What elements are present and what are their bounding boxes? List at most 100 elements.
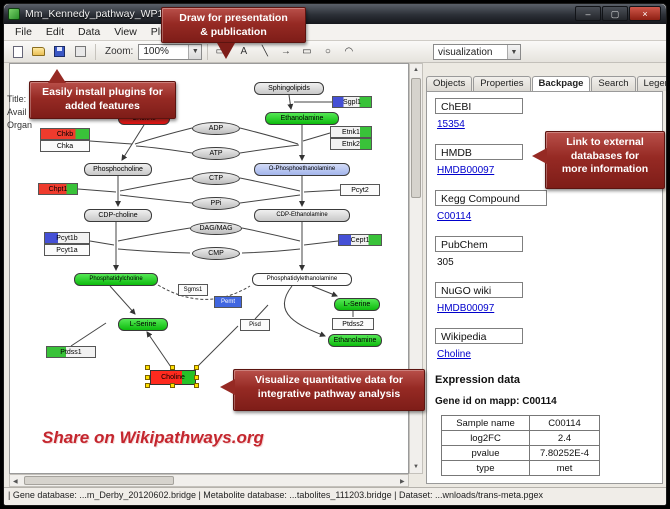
callout-line: more information bbox=[561, 163, 649, 176]
node-ctp[interactable]: CTP bbox=[192, 172, 240, 185]
close-button[interactable]: × bbox=[629, 6, 661, 21]
nugo-link[interactable]: HMDB00097 bbox=[437, 303, 495, 314]
tab-search[interactable]: Search bbox=[591, 76, 636, 91]
oval-tool-button[interactable]: ○ bbox=[324, 46, 331, 57]
callout-tail-up bbox=[48, 69, 66, 83]
horizontal-scrollbar[interactable]: ◀ ▶ bbox=[9, 474, 409, 487]
horizontal-scroll-thumb[interactable] bbox=[24, 476, 174, 485]
node-sgms1[interactable]: Sgms1 bbox=[178, 284, 208, 296]
arrow-tool-button[interactable]: → bbox=[280, 46, 291, 57]
zoom-dropdown-icon[interactable]: ▼ bbox=[188, 44, 202, 59]
node-ethanolamine-top[interactable]: Ethanolamine bbox=[265, 112, 339, 125]
node-ptdss1[interactable]: Ptdss1 bbox=[46, 346, 96, 358]
table-cell: 7.80252E-4 bbox=[529, 445, 600, 461]
visualization-combobox[interactable]: visualization ▼ bbox=[433, 44, 521, 60]
visualization-value: visualization bbox=[438, 46, 493, 58]
label-tool-button[interactable]: A bbox=[240, 46, 248, 57]
node-cdp-ethanolamine[interactable]: CDP-Ethanolamine bbox=[254, 209, 350, 222]
scroll-left-icon[interactable]: ◀ bbox=[13, 479, 18, 485]
tab-objects[interactable]: Objects bbox=[426, 76, 473, 91]
selection-handle[interactable] bbox=[145, 365, 150, 370]
node-dag-mag[interactable]: DAG/MAG bbox=[190, 222, 242, 235]
arc-tool-button[interactable]: ◠ bbox=[344, 46, 354, 57]
minimize-button[interactable]: – bbox=[575, 6, 601, 21]
hmdb-link[interactable]: HMDB00097 bbox=[437, 165, 495, 176]
node-phosphocholine[interactable]: Phosphocholine bbox=[84, 163, 152, 176]
menu-edit[interactable]: Edit bbox=[45, 26, 65, 38]
maximize-button[interactable]: ▢ bbox=[602, 6, 628, 21]
node-chpt1[interactable]: Chpt1 bbox=[38, 183, 78, 195]
menu-file[interactable]: File bbox=[15, 26, 32, 38]
open-file-button[interactable] bbox=[29, 43, 48, 61]
pathway-organism-label: Organ bbox=[7, 120, 33, 130]
node-sphingolipids[interactable]: Sphingolipids bbox=[254, 82, 324, 95]
node-pcyt2[interactable]: Pcyt2 bbox=[340, 184, 380, 196]
callout-draw: Draw for presentation & publication bbox=[161, 7, 306, 59]
selection-handle[interactable] bbox=[145, 375, 150, 380]
node-cdp-choline[interactable]: CDP-choline bbox=[84, 209, 152, 222]
vertical-scroll-thumb[interactable] bbox=[411, 78, 421, 198]
selection-handle[interactable] bbox=[194, 383, 199, 388]
node-etnk2[interactable]: Etnk2 bbox=[330, 138, 372, 150]
scroll-down-icon[interactable]: ▼ bbox=[413, 464, 419, 470]
node-ppi[interactable]: PPi bbox=[192, 197, 240, 210]
scroll-up-icon[interactable]: ▲ bbox=[413, 67, 419, 73]
line-tool-button[interactable]: ╲ bbox=[261, 46, 268, 57]
table-row: Sample name C00114 bbox=[441, 415, 600, 431]
callout-link: Link to external databases for more info… bbox=[532, 131, 665, 189]
node-sgpl1[interactable]: Sgpl1 bbox=[332, 96, 372, 108]
node-phosphatidylethanolamine[interactable]: Phosphatidylethanolamine bbox=[252, 273, 352, 286]
callout-line: Link to external bbox=[566, 136, 644, 148]
node-pisd[interactable]: Pisd bbox=[240, 319, 270, 331]
save-button[interactable] bbox=[50, 43, 69, 61]
node-o-phosphoethanolamine[interactable]: O-Phosphoethanolamine bbox=[254, 163, 350, 176]
pathway-edges bbox=[70, 94, 354, 371]
app-icon bbox=[8, 8, 20, 20]
tab-backpage[interactable]: Backpage bbox=[531, 76, 591, 91]
node-pcyt1a[interactable]: Pcyt1a bbox=[44, 244, 90, 256]
scroll-right-icon[interactable]: ▶ bbox=[400, 479, 405, 485]
tab-properties[interactable]: Properties bbox=[473, 76, 531, 91]
menu-data[interactable]: Data bbox=[78, 26, 101, 38]
table-cell: pvalue bbox=[441, 445, 530, 461]
new-file-button[interactable] bbox=[8, 43, 27, 61]
chebi-link[interactable]: 15354 bbox=[437, 119, 465, 130]
rectangle-tool-button[interactable]: ▭ bbox=[302, 46, 312, 57]
node-ptdss2[interactable]: Ptdss2 bbox=[332, 318, 374, 330]
visualization-dropdown-icon[interactable]: ▼ bbox=[507, 45, 520, 59]
selection-handle[interactable] bbox=[194, 365, 199, 370]
kegg-link[interactable]: C00114 bbox=[437, 211, 472, 222]
node-pcyt1b[interactable]: Pcyt1b bbox=[44, 232, 90, 244]
node-etnk1[interactable]: Etnk1 bbox=[330, 126, 372, 138]
menu-view[interactable]: View bbox=[114, 26, 137, 38]
pathway-canvas[interactable]: Sphingolipids Sgpl1 Ethanolamine Choline… bbox=[9, 63, 409, 474]
vertical-scrollbar[interactable]: ▲ ▼ bbox=[409, 63, 423, 474]
sidebar-tabs: Objects Properties Backpage Search Legen… bbox=[426, 76, 666, 91]
callout-line: databases for bbox=[570, 149, 640, 162]
node-l-serine-left[interactable]: L-Serine bbox=[118, 318, 168, 331]
export-button[interactable] bbox=[71, 43, 90, 61]
table-cell: met bbox=[529, 460, 600, 476]
node-adp[interactable]: ADP bbox=[192, 122, 240, 135]
node-phosphatidylcholine[interactable]: Phosphatidylcholine bbox=[74, 273, 158, 286]
tab-legend[interactable]: Legend bbox=[636, 76, 666, 91]
node-cmp[interactable]: CMP bbox=[192, 247, 240, 260]
toolbar: Zoom: 100% ▼ ▭▾ A ╲ → ▭ ○ ◠ visualizatio… bbox=[4, 41, 666, 63]
selection-handle[interactable] bbox=[194, 375, 199, 380]
selection-handle[interactable] bbox=[145, 383, 150, 388]
node-pemt[interactable]: Pemt bbox=[214, 296, 242, 308]
node-atp[interactable]: ATP bbox=[192, 147, 240, 160]
zoom-combobox[interactable]: 100% ▼ bbox=[138, 43, 203, 60]
node-chkb[interactable]: Chkb bbox=[40, 128, 90, 140]
node-l-serine-right[interactable]: L-Serine bbox=[334, 298, 380, 311]
wikipedia-link[interactable]: Choline bbox=[437, 349, 471, 360]
table-cell: log2FC bbox=[441, 430, 530, 446]
node-chka[interactable]: Chka bbox=[40, 140, 90, 152]
callout-tail-left bbox=[220, 379, 235, 395]
selection-handle[interactable] bbox=[170, 365, 175, 370]
callout-line: Easily install plugins for bbox=[42, 86, 163, 98]
node-cept1[interactable]: Cept1 bbox=[338, 234, 382, 246]
node-ethanolamine-bottom[interactable]: Ethanolamine bbox=[328, 334, 382, 347]
selection-handle[interactable] bbox=[170, 383, 175, 388]
